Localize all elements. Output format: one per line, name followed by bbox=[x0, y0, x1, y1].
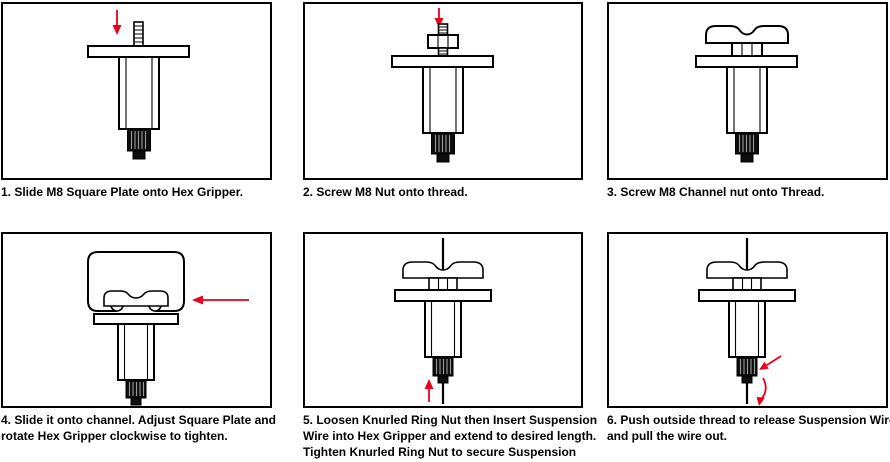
threaded-rod bbox=[437, 23, 449, 36]
push-arrow-icon bbox=[759, 355, 782, 370]
step-6-panel: 6. Push outside thread to release Suspen… bbox=[607, 232, 890, 445]
step-2-drawing bbox=[391, 8, 494, 163]
threaded-rod bbox=[133, 21, 144, 47]
knurled-ring-nut bbox=[735, 132, 759, 163]
square-plate bbox=[695, 55, 798, 68]
hex-gripper-body bbox=[422, 66, 464, 134]
m8-channel-nut bbox=[705, 25, 789, 44]
square-plate bbox=[394, 289, 492, 302]
square-plate bbox=[93, 313, 179, 325]
m8-nut bbox=[428, 277, 458, 291]
step-6-drawing bbox=[698, 238, 796, 406]
pull-arrow-icon bbox=[756, 377, 767, 406]
hex-gripper-body bbox=[728, 300, 766, 358]
step-5-panel: 5. Loosen Knurled Ring Nut then Insert S… bbox=[303, 232, 597, 462]
threaded-rod-lower bbox=[437, 47, 449, 57]
m8-nut bbox=[731, 42, 763, 57]
step-5-diagram-box bbox=[303, 232, 583, 408]
up-arrow-icon bbox=[424, 379, 434, 402]
step-1-panel: 1. Slide M8 Square Plate onto Hex Grippe… bbox=[1, 2, 272, 201]
step-4-caption: 4. Slide it onto channel. Adjust Square … bbox=[1, 413, 276, 443]
m8-nut bbox=[732, 277, 762, 291]
hex-gripper-body bbox=[726, 66, 768, 134]
step-3-panel: 3. Screw M8 Channel nut onto Thread. bbox=[607, 2, 888, 201]
step-3-diagram-box bbox=[607, 2, 888, 180]
step-3-caption: 3. Screw M8 Channel nut onto Thread. bbox=[607, 185, 825, 199]
m8-channel-nut bbox=[103, 290, 169, 307]
m8-nut bbox=[427, 34, 459, 49]
m8-channel-nut bbox=[402, 261, 484, 279]
hex-gripper-body bbox=[424, 300, 462, 358]
step-4-diagram-box bbox=[1, 232, 272, 408]
square-plate bbox=[391, 55, 494, 68]
step-1-caption: 1. Slide M8 Square Plate onto Hex Grippe… bbox=[1, 185, 244, 199]
knurled-ring-nut bbox=[736, 356, 758, 384]
step-5-drawing bbox=[394, 238, 492, 404]
step-2-diagram-box bbox=[303, 2, 583, 180]
step-2-panel: 2. Screw M8 Nut onto thread. bbox=[303, 2, 583, 201]
knurled-ring-nut bbox=[125, 379, 147, 406]
step-1-diagram-box bbox=[1, 2, 272, 180]
hex-gripper-body bbox=[118, 56, 160, 130]
knurled-ring-nut bbox=[127, 128, 151, 160]
down-arrow-icon bbox=[434, 8, 444, 28]
hex-gripper-body bbox=[117, 323, 155, 381]
step-6-caption: 6. Push outside thread to release Suspen… bbox=[607, 413, 890, 443]
square-plate bbox=[87, 45, 190, 58]
step-4-drawing bbox=[87, 251, 249, 406]
step-2-caption: 2. Screw M8 Nut onto thread. bbox=[303, 185, 468, 199]
step-4-panel: 4. Slide it onto channel. Adjust Square … bbox=[1, 232, 276, 445]
knurled-ring-nut bbox=[432, 356, 454, 384]
step-6-diagram-box bbox=[607, 232, 888, 408]
left-arrow-icon bbox=[192, 295, 249, 305]
square-plate bbox=[698, 289, 796, 302]
step-3-drawing bbox=[695, 25, 798, 163]
m8-channel-nut bbox=[706, 261, 788, 279]
step-1-drawing bbox=[87, 10, 190, 160]
step-5-caption: 5. Loosen Knurled Ring Nut then Insert S… bbox=[303, 413, 598, 462]
down-arrow-icon bbox=[112, 10, 122, 35]
knurled-ring-nut bbox=[431, 132, 455, 163]
